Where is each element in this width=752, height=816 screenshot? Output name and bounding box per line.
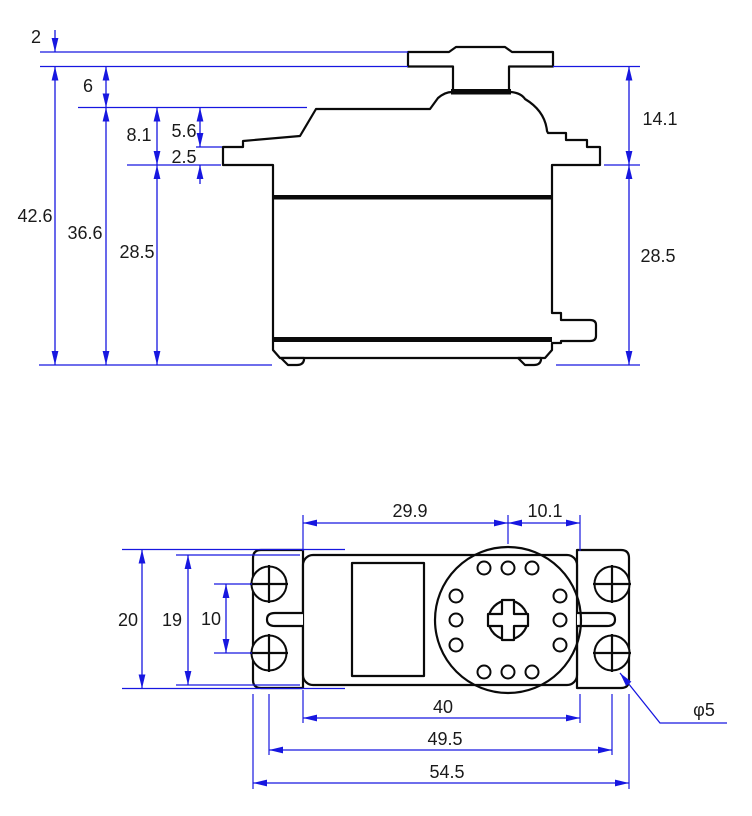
mount-slot-right	[577, 611, 617, 628]
case-foot-right	[516, 356, 543, 367]
top-view-outline	[250, 545, 631, 695]
servo-body-top	[301, 553, 579, 687]
dim-label-29-9: 29.9	[392, 501, 427, 521]
top-view: 29.9 10.1 20 19 10 40 49.5 54.5 φ5	[118, 501, 727, 789]
dim-label-36-6: 36.6	[67, 223, 102, 243]
dim-label-6: 6	[83, 76, 93, 96]
side-view: 2 6 8.1 5.6 2.5 42.6 36.6 28.5 14.1 28.5	[17, 27, 678, 367]
dim-label-28-5-left: 28.5	[119, 242, 154, 262]
dim-label-42-6: 42.6	[17, 206, 52, 226]
dim-label-5-6: 5.6	[171, 121, 196, 141]
side-view-dimension-labels: 2 6 8.1 5.6 2.5 42.6 36.6 28.5 14.1 28.5	[17, 27, 677, 266]
gear-holes	[448, 560, 568, 680]
case-foot-left	[279, 356, 306, 367]
mount-slot-left	[265, 611, 303, 628]
servo-case-side	[221, 90, 602, 360]
dim-label-14-1: 14.1	[642, 109, 677, 129]
side-view-outline	[221, 45, 602, 367]
top-view-dimension-labels: 29.9 10.1 20 19 10 40 49.5 54.5 φ5	[118, 501, 715, 782]
output-gear-circle	[433, 545, 583, 695]
dim-label-28-5-right: 28.5	[640, 246, 675, 266]
dim-label-19: 19	[162, 610, 182, 630]
screw-cross-marks	[250, 565, 631, 672]
dim-label-2: 2	[31, 27, 41, 47]
case-seam-bar	[273, 195, 552, 200]
dim-label-10-1: 10.1	[527, 501, 562, 521]
hub-screw-cross	[486, 598, 530, 642]
dim-label-8-1: 8.1	[126, 125, 151, 145]
dim-label-10: 10	[201, 609, 221, 629]
dim-label-40: 40	[433, 697, 453, 717]
output-shaft-flange-bar	[451, 89, 511, 95]
case-bottom-bar	[273, 337, 552, 342]
dim-label-54-5: 54.5	[429, 762, 464, 782]
dim-label-49-5: 49.5	[427, 729, 462, 749]
top-view-dimension-lines	[122, 515, 727, 789]
dim-label-20: 20	[118, 610, 138, 630]
side-view-dimension-lines	[39, 30, 640, 366]
dim-label-2-5: 2.5	[171, 147, 196, 167]
dim-label-phi5: φ5	[693, 700, 715, 720]
label-area-rect	[350, 561, 426, 678]
servo-horn	[406, 45, 555, 93]
phi5-leader	[619, 672, 727, 724]
